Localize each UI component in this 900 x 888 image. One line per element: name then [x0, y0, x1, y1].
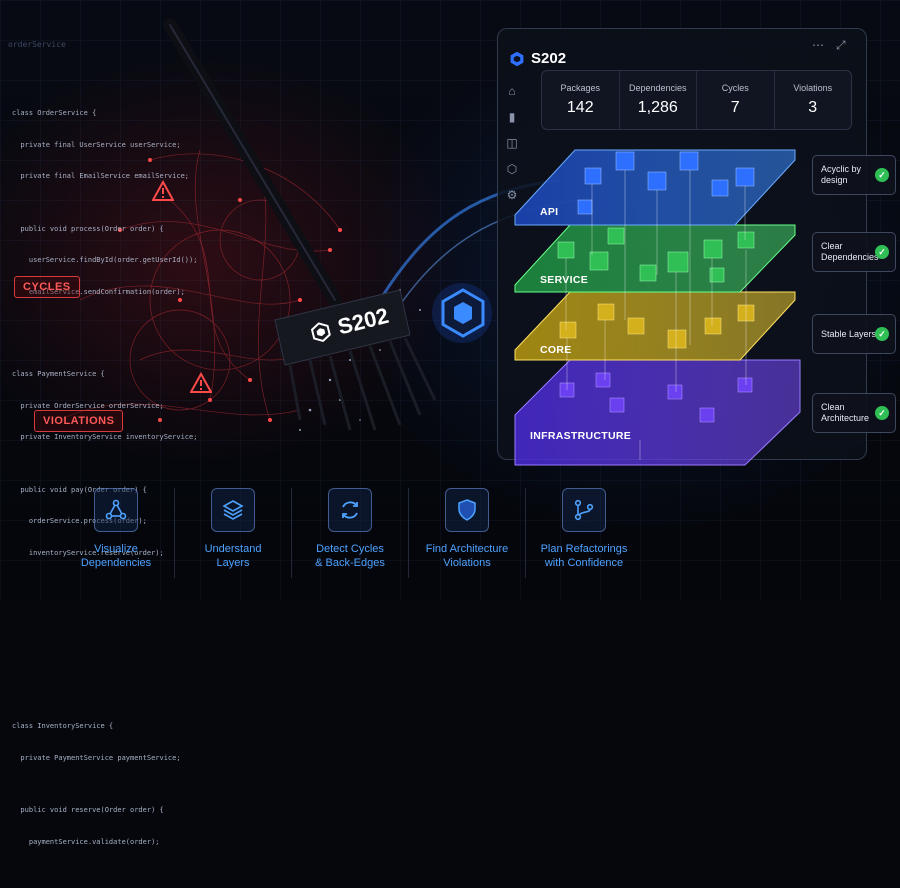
feature-layers: Understand Layers: [175, 488, 292, 578]
code-line: public void process(Order order) {: [12, 224, 164, 233]
layer-label-infrastructure: INFRASTRUCTURE: [530, 430, 632, 442]
stat-dependencies: Dependencies 1,286: [620, 71, 697, 129]
feature-label: Plan Refactorings with Confidence: [540, 543, 628, 569]
cycles-label: CYCLES: [14, 276, 80, 298]
graph-icon: [94, 488, 138, 532]
stat-label: Cycles: [721, 83, 749, 93]
stat-value: 1,286: [637, 99, 678, 116]
code-block-order: class OrderService { private final UserS…: [12, 87, 222, 318]
code-line: private PaymentService paymentService;: [12, 753, 181, 762]
stat-value: 3: [808, 99, 818, 116]
cycle-icon: [328, 488, 372, 532]
settings-icon[interactable]: ⚙: [506, 188, 518, 202]
stat-cycles: Cycles 7: [697, 71, 775, 129]
home-icon[interactable]: ⌂: [508, 84, 516, 98]
broom-badge: S202: [308, 303, 391, 347]
code-line: public void reserve(Order order) {: [12, 806, 164, 814]
stat-value: 142: [566, 99, 594, 116]
feature-visualize: Visualize Dependencies: [58, 488, 175, 578]
callout-dependencies: Clear Dependencies✓: [812, 232, 896, 272]
feature-label: Visualize Dependencies: [80, 543, 152, 569]
feature-label: Find Architecture Violations: [425, 543, 509, 569]
stat-violations: Violations 3: [775, 71, 852, 129]
code-line: public void pay(Order order) {: [12, 485, 147, 494]
callout-clean: Clean Architecture ✓: [812, 393, 896, 433]
check-icon: ✓: [875, 327, 889, 341]
callout-text: Clean Architecture: [821, 402, 870, 423]
code-line: paymentService.validate(order);: [12, 837, 160, 846]
warning-icon: [152, 180, 174, 201]
feature-row: Visualize Dependencies Understand Layers…: [58, 488, 658, 578]
check-icon: ✓: [875, 245, 889, 259]
callout-stable: Stable Layers✓: [812, 314, 896, 354]
callout-acyclic: Acyclic by design ✓: [812, 155, 896, 195]
stat-label: Dependencies: [628, 83, 687, 93]
architecture-layers: [432, 149, 801, 466]
stats-bar: Packages 142 Dependencies 1,286 Cycles 7 Vi…: [541, 70, 852, 130]
chart-icon[interactable]: ▮: [508, 110, 516, 124]
callout-text: Acyclic by design: [821, 164, 862, 185]
shield-icon: [445, 488, 489, 532]
stat-value: 7: [730, 99, 740, 116]
code-line: private InventoryService inventoryServic…: [12, 433, 198, 441]
violations-label: VIOLATIONS: [34, 410, 124, 432]
dashboard-sidebar: ⌂ ▮ ◫ ⬡ ⚙: [505, 84, 519, 202]
warning-icon: [190, 372, 212, 393]
callout-text: Clear Dependencies: [821, 241, 879, 262]
feature-violations: Find Architecture Violations: [409, 488, 526, 578]
code-line: private final UserService userService;: [12, 140, 181, 149]
check-icon: ✓: [875, 168, 889, 182]
hexagon-logo-icon: [310, 322, 331, 343]
dashboard-brand: S202: [509, 50, 566, 67]
code-block-inventory: class InventoryService { private Payment…: [12, 700, 222, 868]
layer-label-service: SERVICE: [540, 274, 589, 286]
feature-label: Understand Layers: [204, 543, 262, 569]
feature-refactoring: Plan Refactorings with Confidence: [526, 488, 642, 578]
code-line: class InventoryService {: [12, 722, 114, 730]
hexagon-logo-icon: [441, 288, 485, 338]
layers-icon[interactable]: ◫: [506, 136, 518, 150]
feature-cycles: Detect Cycles & Back-Edges: [292, 488, 409, 578]
layer-service: [514, 224, 796, 293]
code-line: emailService.sendConfirmation(order);: [12, 287, 185, 296]
callout-text: Stable Layers: [821, 328, 877, 339]
shield-icon[interactable]: ⬡: [506, 162, 518, 176]
check-icon: ✓: [875, 406, 889, 420]
code-line: userService.findById(order.getUserId());: [12, 256, 198, 264]
feature-label: Detect Cycles & Back-Edges: [315, 543, 385, 569]
stack-icon: [211, 488, 255, 532]
code-ghost-text: orderService: [8, 40, 66, 49]
more-icon[interactable]: ⋯: [812, 38, 824, 52]
hexagon-logo-icon: [510, 51, 524, 66]
code-line: orderService.process(order);: [12, 517, 147, 525]
stat-packages: Packages 142: [542, 71, 620, 129]
stat-label: Packages: [560, 83, 601, 93]
window-controls: ⋯ ⤢: [812, 38, 846, 53]
dashboard-brand-text: S202: [531, 50, 567, 67]
layer-core: [514, 291, 796, 361]
branch-icon: [562, 488, 606, 532]
layer-api: [514, 149, 796, 226]
code-line: private OrderService orderService;: [12, 401, 164, 410]
code-line: class PaymentService {: [12, 370, 105, 378]
stat-label: Violations: [793, 83, 833, 93]
code-line: private final EmailService emailService;: [12, 172, 190, 180]
layer-label-core: CORE: [540, 344, 572, 356]
expand-icon[interactable]: ⤢: [836, 38, 846, 52]
layer-label-api: API: [540, 206, 559, 218]
code-line: inventoryService.reserve(order);: [12, 548, 164, 557]
code-block-payment: class PaymentService { private OrderServ…: [12, 348, 222, 579]
layer-infrastructure: [514, 359, 801, 466]
code-line: class OrderService {: [12, 109, 97, 117]
